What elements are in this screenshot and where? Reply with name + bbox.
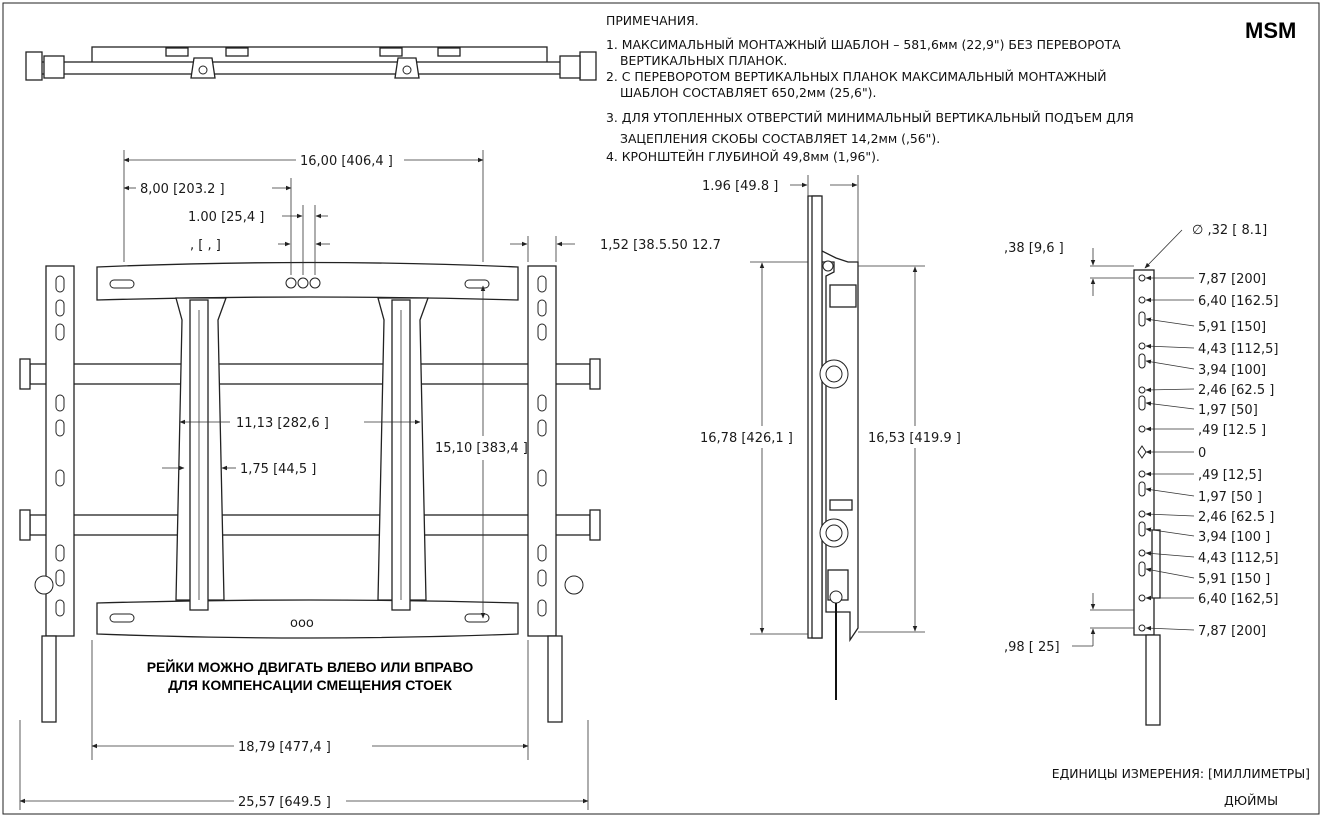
notes-heading: ПРИМЕЧАНИЯ.: [606, 13, 699, 28]
dim-front-half: 8,00 [203.2 ]: [140, 182, 225, 197]
rail-hole-label: 7,87 [200]: [1198, 272, 1266, 287]
bottom-rail-holes: ooo: [290, 616, 314, 631]
dim-plate-width: 1,75 [44,5 ]: [240, 462, 316, 477]
rail-hole-label: 1,97 [50]: [1198, 403, 1258, 418]
left-upright-slots: [55, 275, 65, 617]
dim-rail-length: 18,79 [477,4 ]: [238, 740, 331, 755]
rail-hole-leader: [1145, 343, 1195, 349]
rail-hole-label: 6,40 [162.5]: [1198, 294, 1278, 309]
rail-hole-label: 4,43 [112,5]: [1198, 551, 1278, 566]
dim-side-height-inner: 16,53 [419.9 ]: [868, 431, 961, 446]
top-view: [25, 46, 597, 81]
brand-label: MSM: [1245, 18, 1296, 43]
rail-hole-leader: [1145, 527, 1195, 537]
rail-hole-label: 5,91 [150 ]: [1198, 572, 1270, 587]
note-line-4: ШАБЛОН СОСТАВЛЯЕТ 650,2мм (25,6").: [620, 85, 876, 100]
units-line-1: ЕДИНИЦЫ ИЗМЕРЕНИЯ: [МИЛЛИМЕТРЫ]: [1052, 766, 1310, 781]
note-line-3: 2. С ПЕРЕВОРОТОМ ВЕРТИКАЛЬНЫХ ПЛАНОК МАК…: [606, 69, 1107, 84]
rail-hole-leader: [1145, 625, 1195, 631]
rail-hole-label: 3,94 [100]: [1198, 363, 1266, 378]
dim-small-blank: , [ , ]: [190, 238, 221, 253]
rail-view-dimensions: [1072, 229, 1183, 647]
dim-overall-width: 25,57 [649.5 ]: [238, 795, 331, 810]
right-upright-slots: [537, 275, 547, 617]
rail-hole-leader: [1145, 387, 1195, 393]
side-view-dimensions: [750, 175, 925, 635]
note-line-2: ВЕРТИКАЛЬНЫХ ПЛАНОК.: [620, 53, 787, 68]
side-view: [807, 195, 859, 700]
units-line-2: ДЮЙМЫ: [1224, 793, 1278, 808]
dim-side-depth: 1.96 [49.8 ]: [702, 179, 778, 194]
dim-hole-diameter: ∅ ,32 [ 8.1]: [1192, 223, 1267, 238]
notes-block: ПРИМЕЧАНИЯ. 1. МАКСИМАЛЬНЫЙ МОНТАЖНЫЙ ША…: [606, 13, 1134, 164]
rail-hole-leader: [1145, 317, 1195, 327]
rail-hole-label: ,49 [12,5]: [1198, 468, 1262, 483]
rail-view: [1133, 269, 1161, 726]
rail-hole-leader: [1145, 487, 1195, 497]
dim-rail-bottom: ,98 [ 25]: [1004, 640, 1060, 655]
caption-line-1: РЕЙКИ МОЖНО ДВИГАТЬ ВЛЕВО ИЛИ ВПРАВО: [147, 658, 474, 675]
front-view: [19, 261, 601, 723]
rail-hole-leader: [1145, 551, 1195, 558]
rail-hole-label: 2,46 [62.5 ]: [1198, 510, 1274, 525]
note-line-1: 1. МАКСИМАЛЬНЫЙ МОНТАЖНЫЙ ШАБЛОН – 581,6…: [606, 37, 1121, 52]
rail-hole-leader: [1145, 359, 1195, 370]
rail-hole-label: 4,43 [112,5]: [1198, 342, 1278, 357]
rail-hole-label: ,49 [12.5 ]: [1198, 423, 1266, 438]
dim-rail-top: ,38 [9,6 ]: [1004, 241, 1064, 256]
rail-hole-labels: 7,87 [200] 6,40 [162.5] 5,91 [150] 4,43 [11…: [1198, 272, 1278, 639]
caption-line-2: ДЛЯ КОМПЕНСАЦИИ СМЕЩЕНИЯ СТОЕК: [168, 677, 452, 693]
note-line-6: ЗАЦЕПЛЕНИЯ СКОБЫ СОСТАВЛЯЕТ 14,2мм (,56"…: [620, 131, 940, 146]
dim-upright-width: 1,52 [38.5.50 12.7: [600, 238, 721, 253]
dim-side-height-outer: 16,78 [426,1 ]: [700, 431, 793, 446]
rail-hole-leader: [1145, 401, 1195, 410]
rail-hole-label: 0: [1198, 446, 1206, 461]
rail-hole-leader: [1145, 511, 1195, 517]
rail-hole-label: 6,40 [162,5]: [1198, 592, 1278, 607]
rail-hole-label: 5,91 [150]: [1198, 320, 1266, 335]
front-view-dimensions: [19, 150, 589, 810]
rail-hole-label: 1,97 [50 ]: [1198, 490, 1262, 505]
dim-front-width: 16,00 [406,4 ]: [300, 154, 393, 169]
note-line-5: 3. ДЛЯ УТОПЛЕННЫХ ОТВЕРСТИЙ МИНИМАЛЬНЫЙ …: [606, 110, 1134, 125]
rail-hole-label: 7,87 [200]: [1198, 624, 1266, 639]
rail-leader-lines: [1145, 275, 1195, 631]
rail-hole-leader: [1145, 567, 1195, 579]
dim-rail-height: 15,10 [383,4 ]: [435, 441, 528, 456]
note-line-7: 4. КРОНШТЕЙН ГЛУБИНОЙ 49,8мм (1,96").: [606, 149, 880, 164]
rail-hole-label: 2,46 [62.5 ]: [1198, 383, 1274, 398]
rail-hole-label: 3,94 [100 ]: [1198, 530, 1270, 545]
dim-hole-pitch: 1.00 [25,4 ]: [188, 210, 264, 225]
dim-plate-spacing: 11,13 [282,6 ]: [236, 416, 329, 431]
